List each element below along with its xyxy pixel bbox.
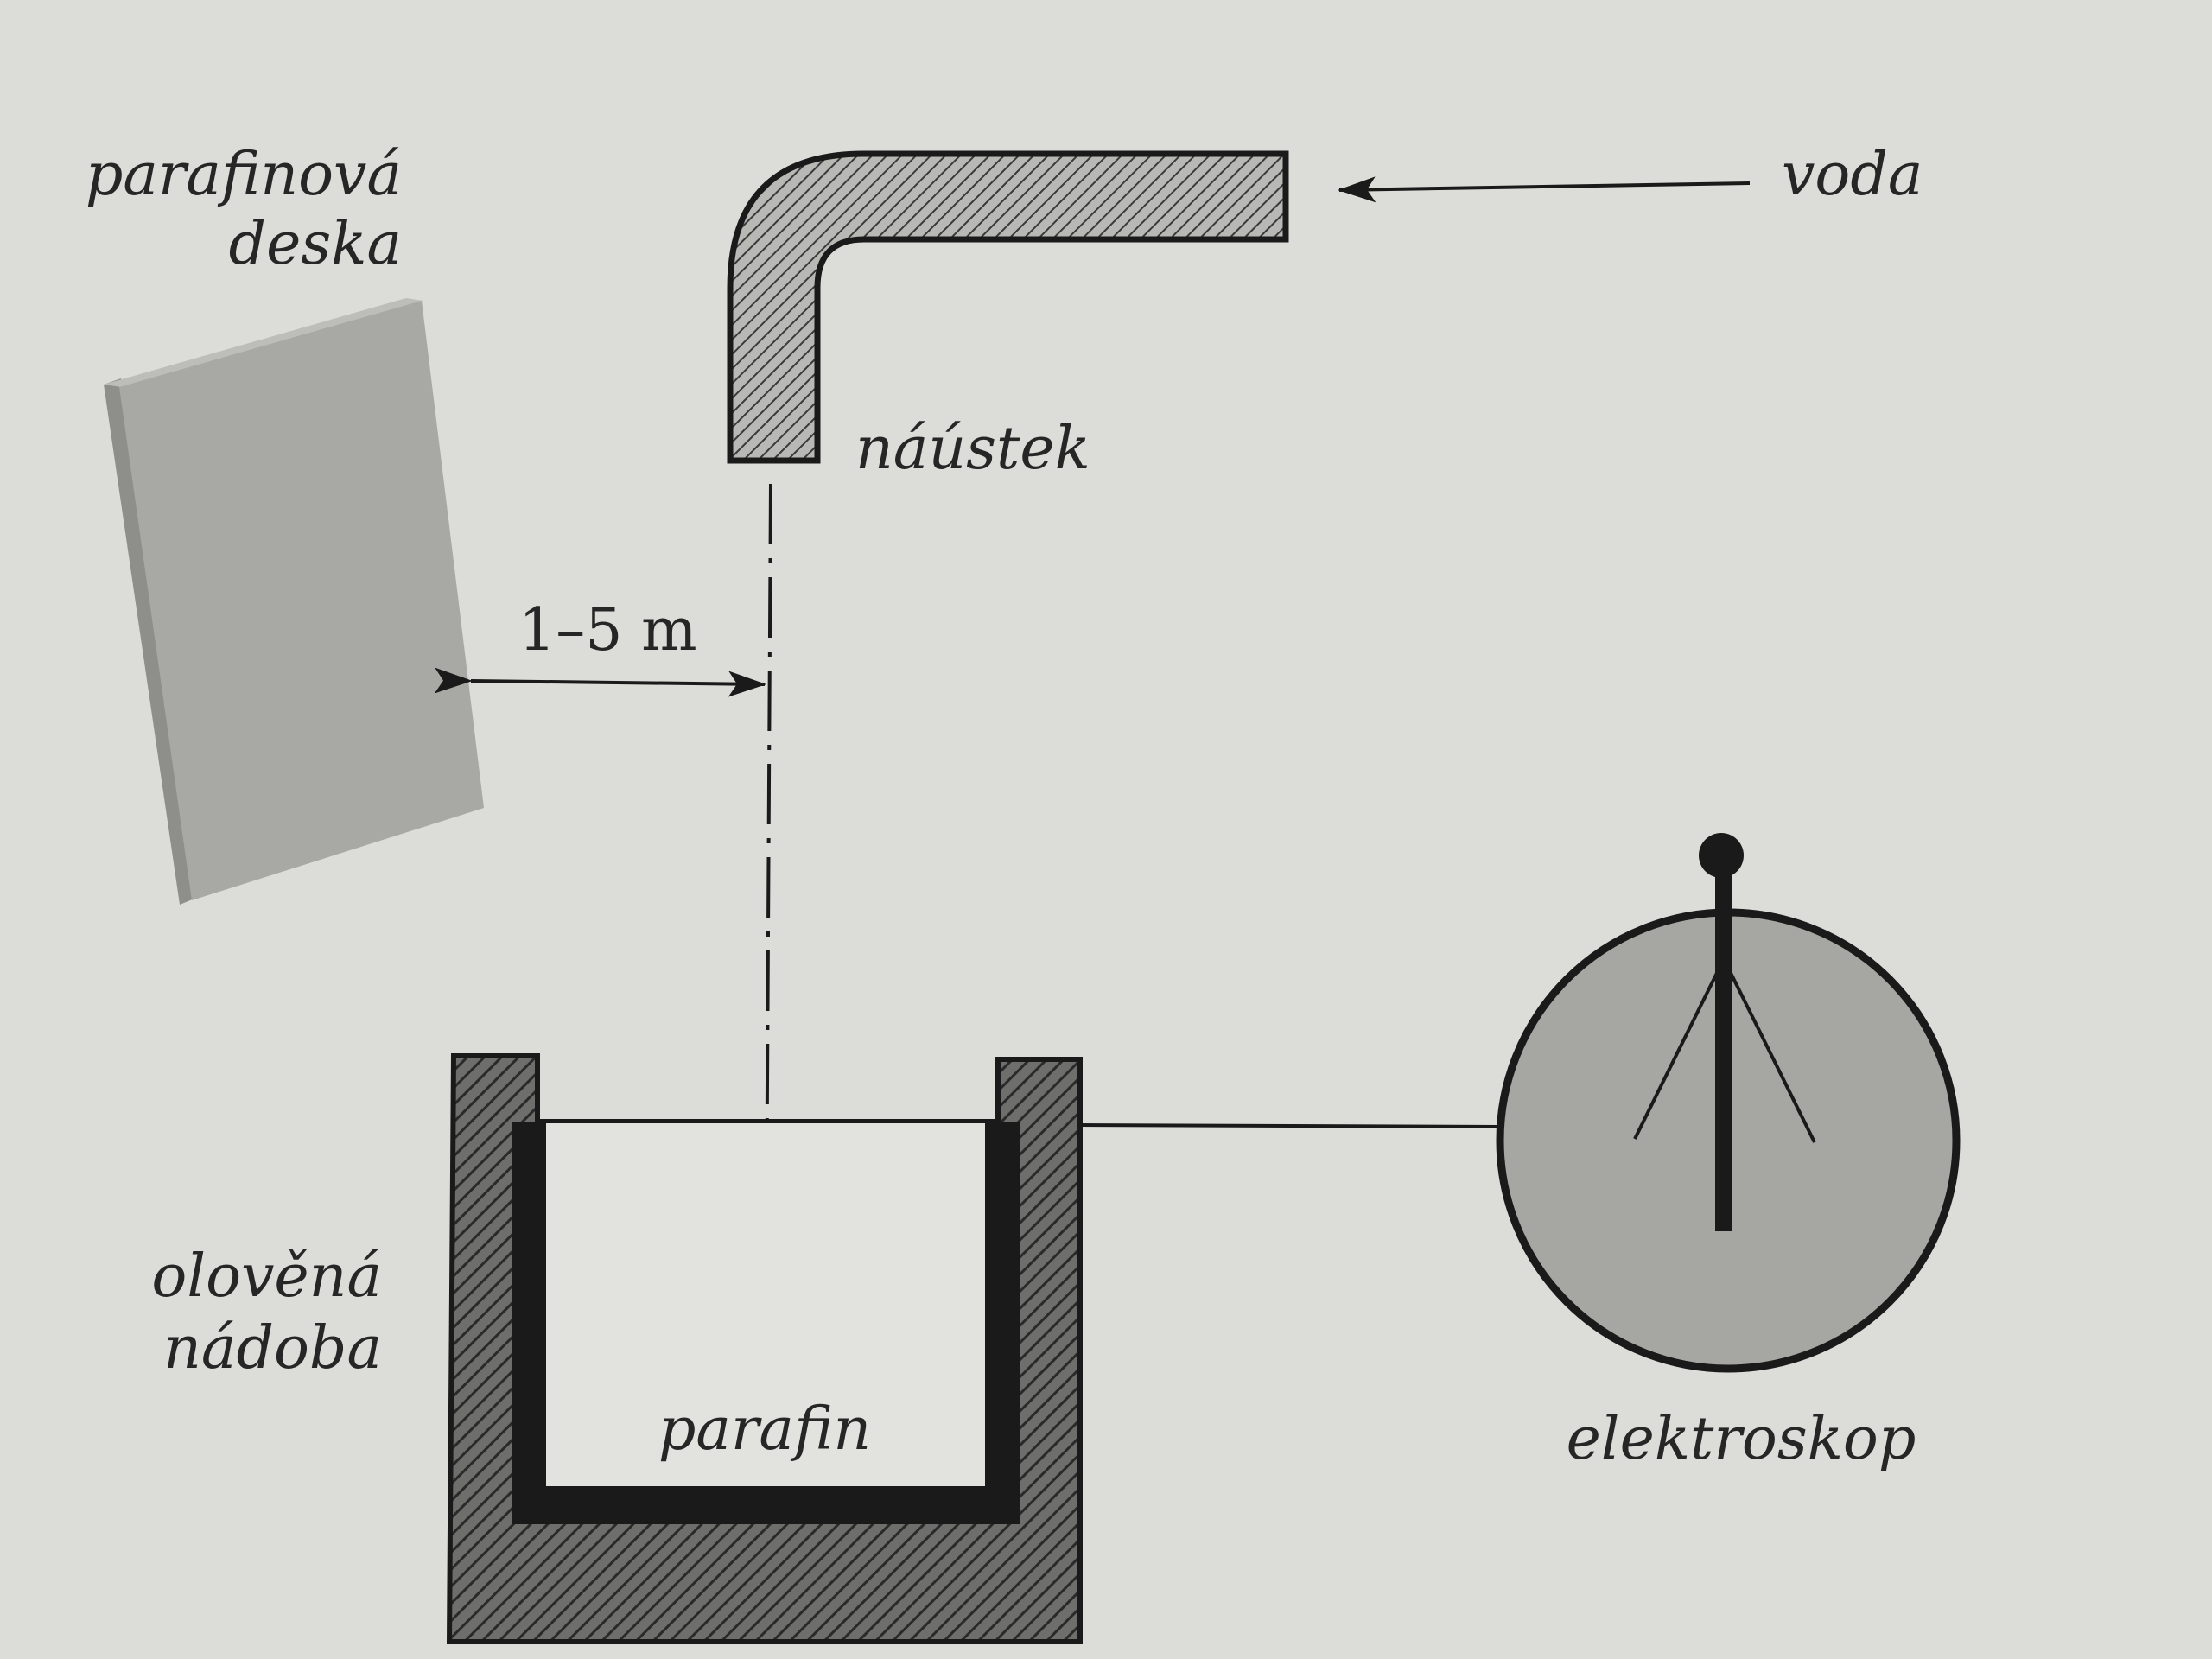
label-lead-vessel-line2: nádoba: [163, 1314, 382, 1382]
water-arrow: [1338, 176, 1751, 203]
label-electroscope: elektroskop: [1567, 1405, 1916, 1473]
water-pipe: [727, 150, 1289, 464]
label-paraffin-plate-line1: parafinová: [86, 141, 402, 209]
distance-arrow: [434, 667, 766, 697]
electroscope: [1496, 833, 1961, 1373]
label-paraffin: parafin: [658, 1395, 871, 1464]
connecting-wire: [1079, 1123, 1501, 1128]
electroscope-rod: [1715, 868, 1732, 1231]
electroscope-leaf-left: [1633, 967, 1721, 1140]
label-lead-vessel-line1: olověná: [151, 1243, 382, 1311]
electroscope-knob: [1699, 833, 1744, 878]
distance-dimension: [434, 667, 766, 697]
label-distance: 1–5 m: [518, 596, 697, 664]
label-paraffin-plate-line2: deska: [229, 210, 402, 278]
paraffin-plate-top: [104, 298, 423, 387]
label-water: voda: [1782, 141, 1923, 209]
lead-vessel: [446, 1053, 1083, 1644]
label-nozzle: náústek: [855, 415, 1090, 483]
paraffin-plate-face: [119, 301, 484, 900]
paraffin-plate: [104, 298, 484, 905]
pipe-body: [727, 150, 1289, 464]
paraffin-interior: [546, 1123, 985, 1486]
electroscope-leaf-right: [1726, 967, 1816, 1143]
paraffin-plate-side: [104, 378, 194, 905]
